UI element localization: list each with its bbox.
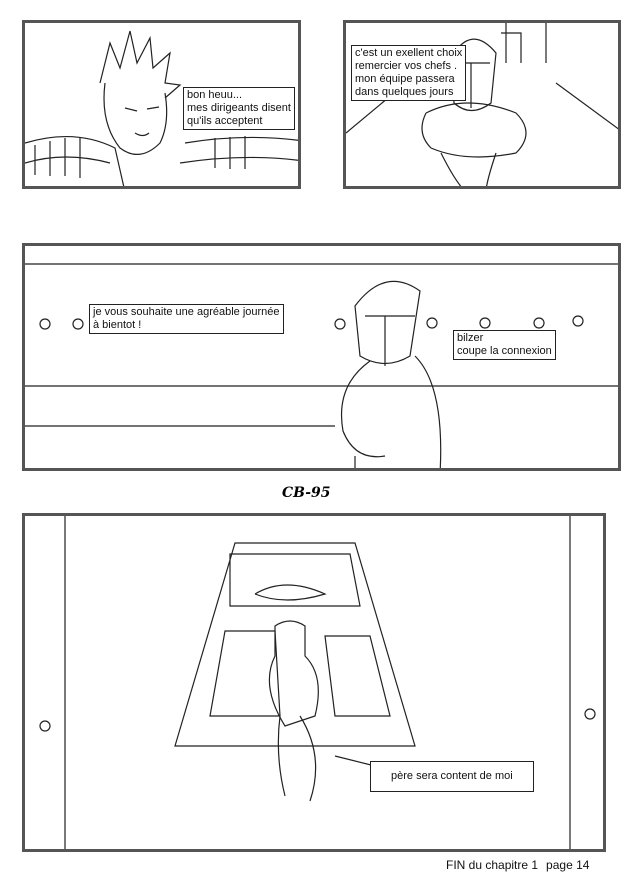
page-number: page 14 bbox=[546, 858, 590, 872]
panel-2: c'est un exellent choix remercier vos ch… bbox=[343, 20, 621, 189]
speech-bubble: bon heuu... mes dirigeants disent qu'ils… bbox=[183, 87, 295, 130]
panel-3: je vous souhaite une agréable journée à … bbox=[22, 243, 621, 471]
artist-signature: CB-95 bbox=[282, 485, 331, 501]
speech-bubble: c'est un exellent choix remercier vos ch… bbox=[351, 45, 467, 101]
speech-bubble-left: je vous souhaite une agréable journée à … bbox=[89, 304, 284, 334]
panel-1: bon heuu... mes dirigeants disent qu'ils… bbox=[22, 20, 301, 189]
page-footer: FIN du chapitre 1 page 14 bbox=[446, 858, 597, 872]
panel-4: père sera content de moi bbox=[22, 513, 606, 852]
speech-bubble: père sera content de moi bbox=[370, 761, 534, 792]
throne-room-drawing bbox=[39, 516, 596, 849]
speech-bubble-right: bilzer coupe la connexion bbox=[453, 330, 556, 360]
chapter-label: FIN du chapitre 1 bbox=[446, 858, 539, 872]
character-spiky-hair-drawing bbox=[25, 30, 298, 186]
character-helmet-drawing bbox=[346, 23, 618, 186]
character-bust-drawing bbox=[25, 263, 618, 468]
